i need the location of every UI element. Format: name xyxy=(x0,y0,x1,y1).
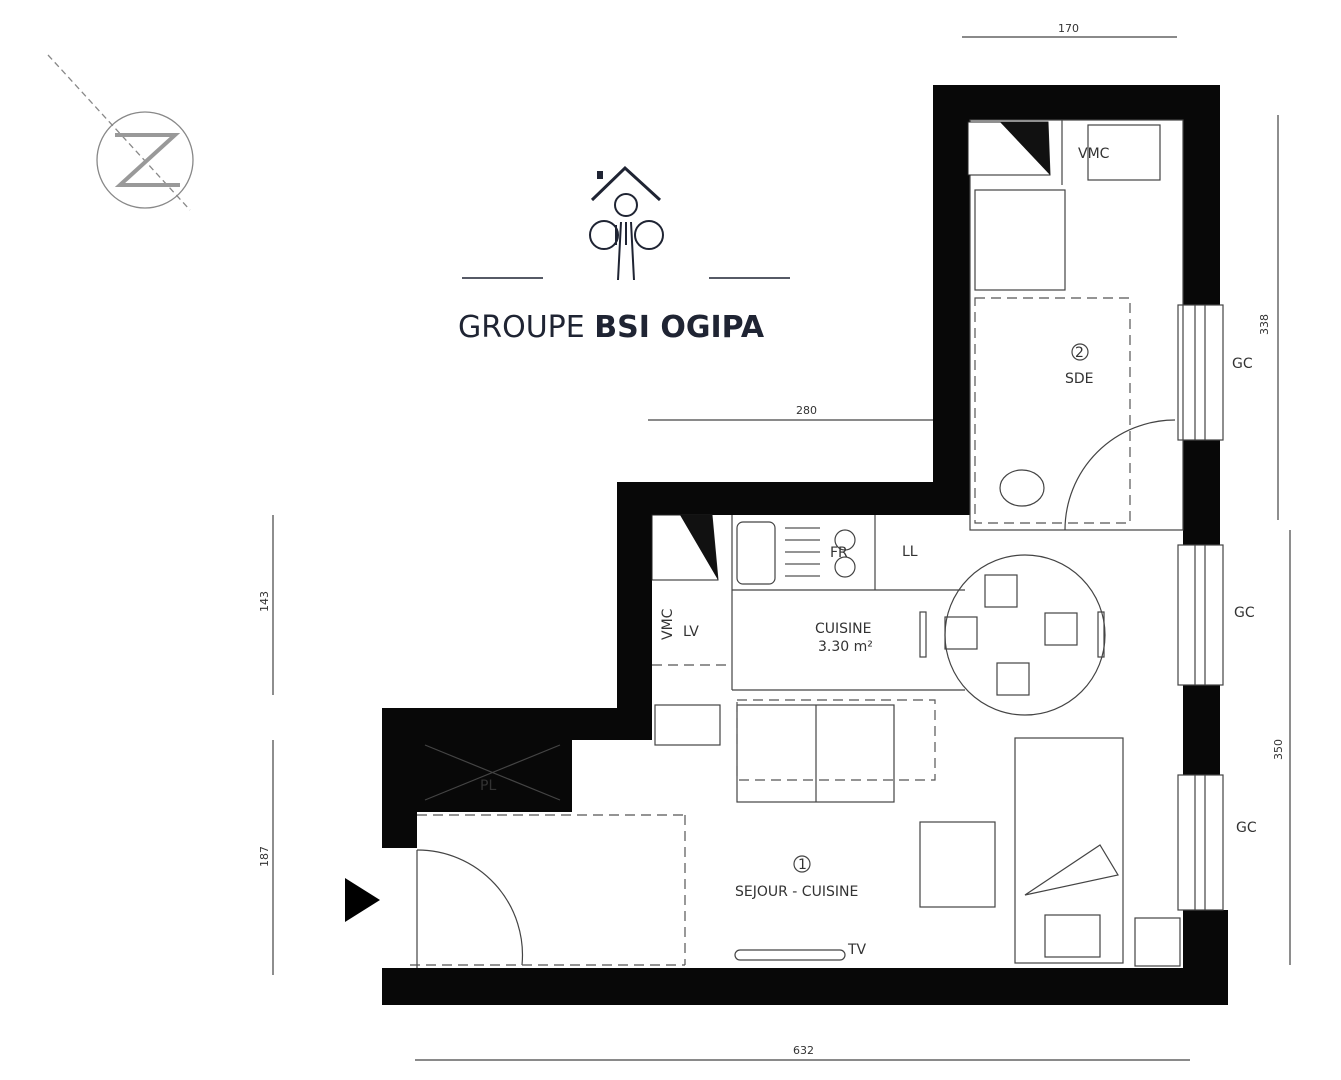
dimension-right-upper: 338 xyxy=(1258,314,1271,335)
dimension-left-lower: 187 xyxy=(258,846,271,867)
lv-label: LV xyxy=(683,624,699,640)
logo-text: GROUPE BSI OGIPA xyxy=(458,310,765,345)
gc-label: GC xyxy=(1236,820,1257,836)
ll-label: LL xyxy=(902,544,918,560)
vmc-label-kitchen: VMC xyxy=(660,608,676,640)
vmc-label-sde: VMC xyxy=(1078,146,1110,162)
room-label-sde: SDE xyxy=(1065,371,1094,387)
dimension-inner-top: 280 xyxy=(796,404,817,417)
dimension-top: 170 xyxy=(1058,22,1079,35)
dimension-left-upper: 143 xyxy=(258,591,271,612)
dimension-lines xyxy=(272,36,1291,1061)
dashed-guides xyxy=(410,297,1131,966)
room-label-sejour: SEJOUR - CUISINE xyxy=(735,884,858,900)
room-number-sejour: 1 xyxy=(798,857,807,873)
dimension-bottom: 632 xyxy=(793,1044,814,1057)
room-area-cuisine: 3.30 m² xyxy=(818,639,873,655)
dimension-right-lower: 350 xyxy=(1272,739,1285,760)
logo xyxy=(462,165,790,281)
room-number-sde: 2 xyxy=(1075,345,1084,361)
tv-label: TV xyxy=(847,942,867,958)
gc-label: GC xyxy=(1232,356,1253,372)
interior-partitions xyxy=(416,119,1184,968)
windows xyxy=(1177,304,1224,911)
north-arrow-icon xyxy=(47,54,194,211)
walls xyxy=(382,85,1228,1005)
pl-label: PL xyxy=(480,778,496,794)
fr-label: FR xyxy=(830,545,848,561)
gc-label: GC xyxy=(1234,605,1255,621)
entry-arrow-icon xyxy=(345,878,380,922)
room-label-cuisine: CUISINE xyxy=(815,621,872,637)
